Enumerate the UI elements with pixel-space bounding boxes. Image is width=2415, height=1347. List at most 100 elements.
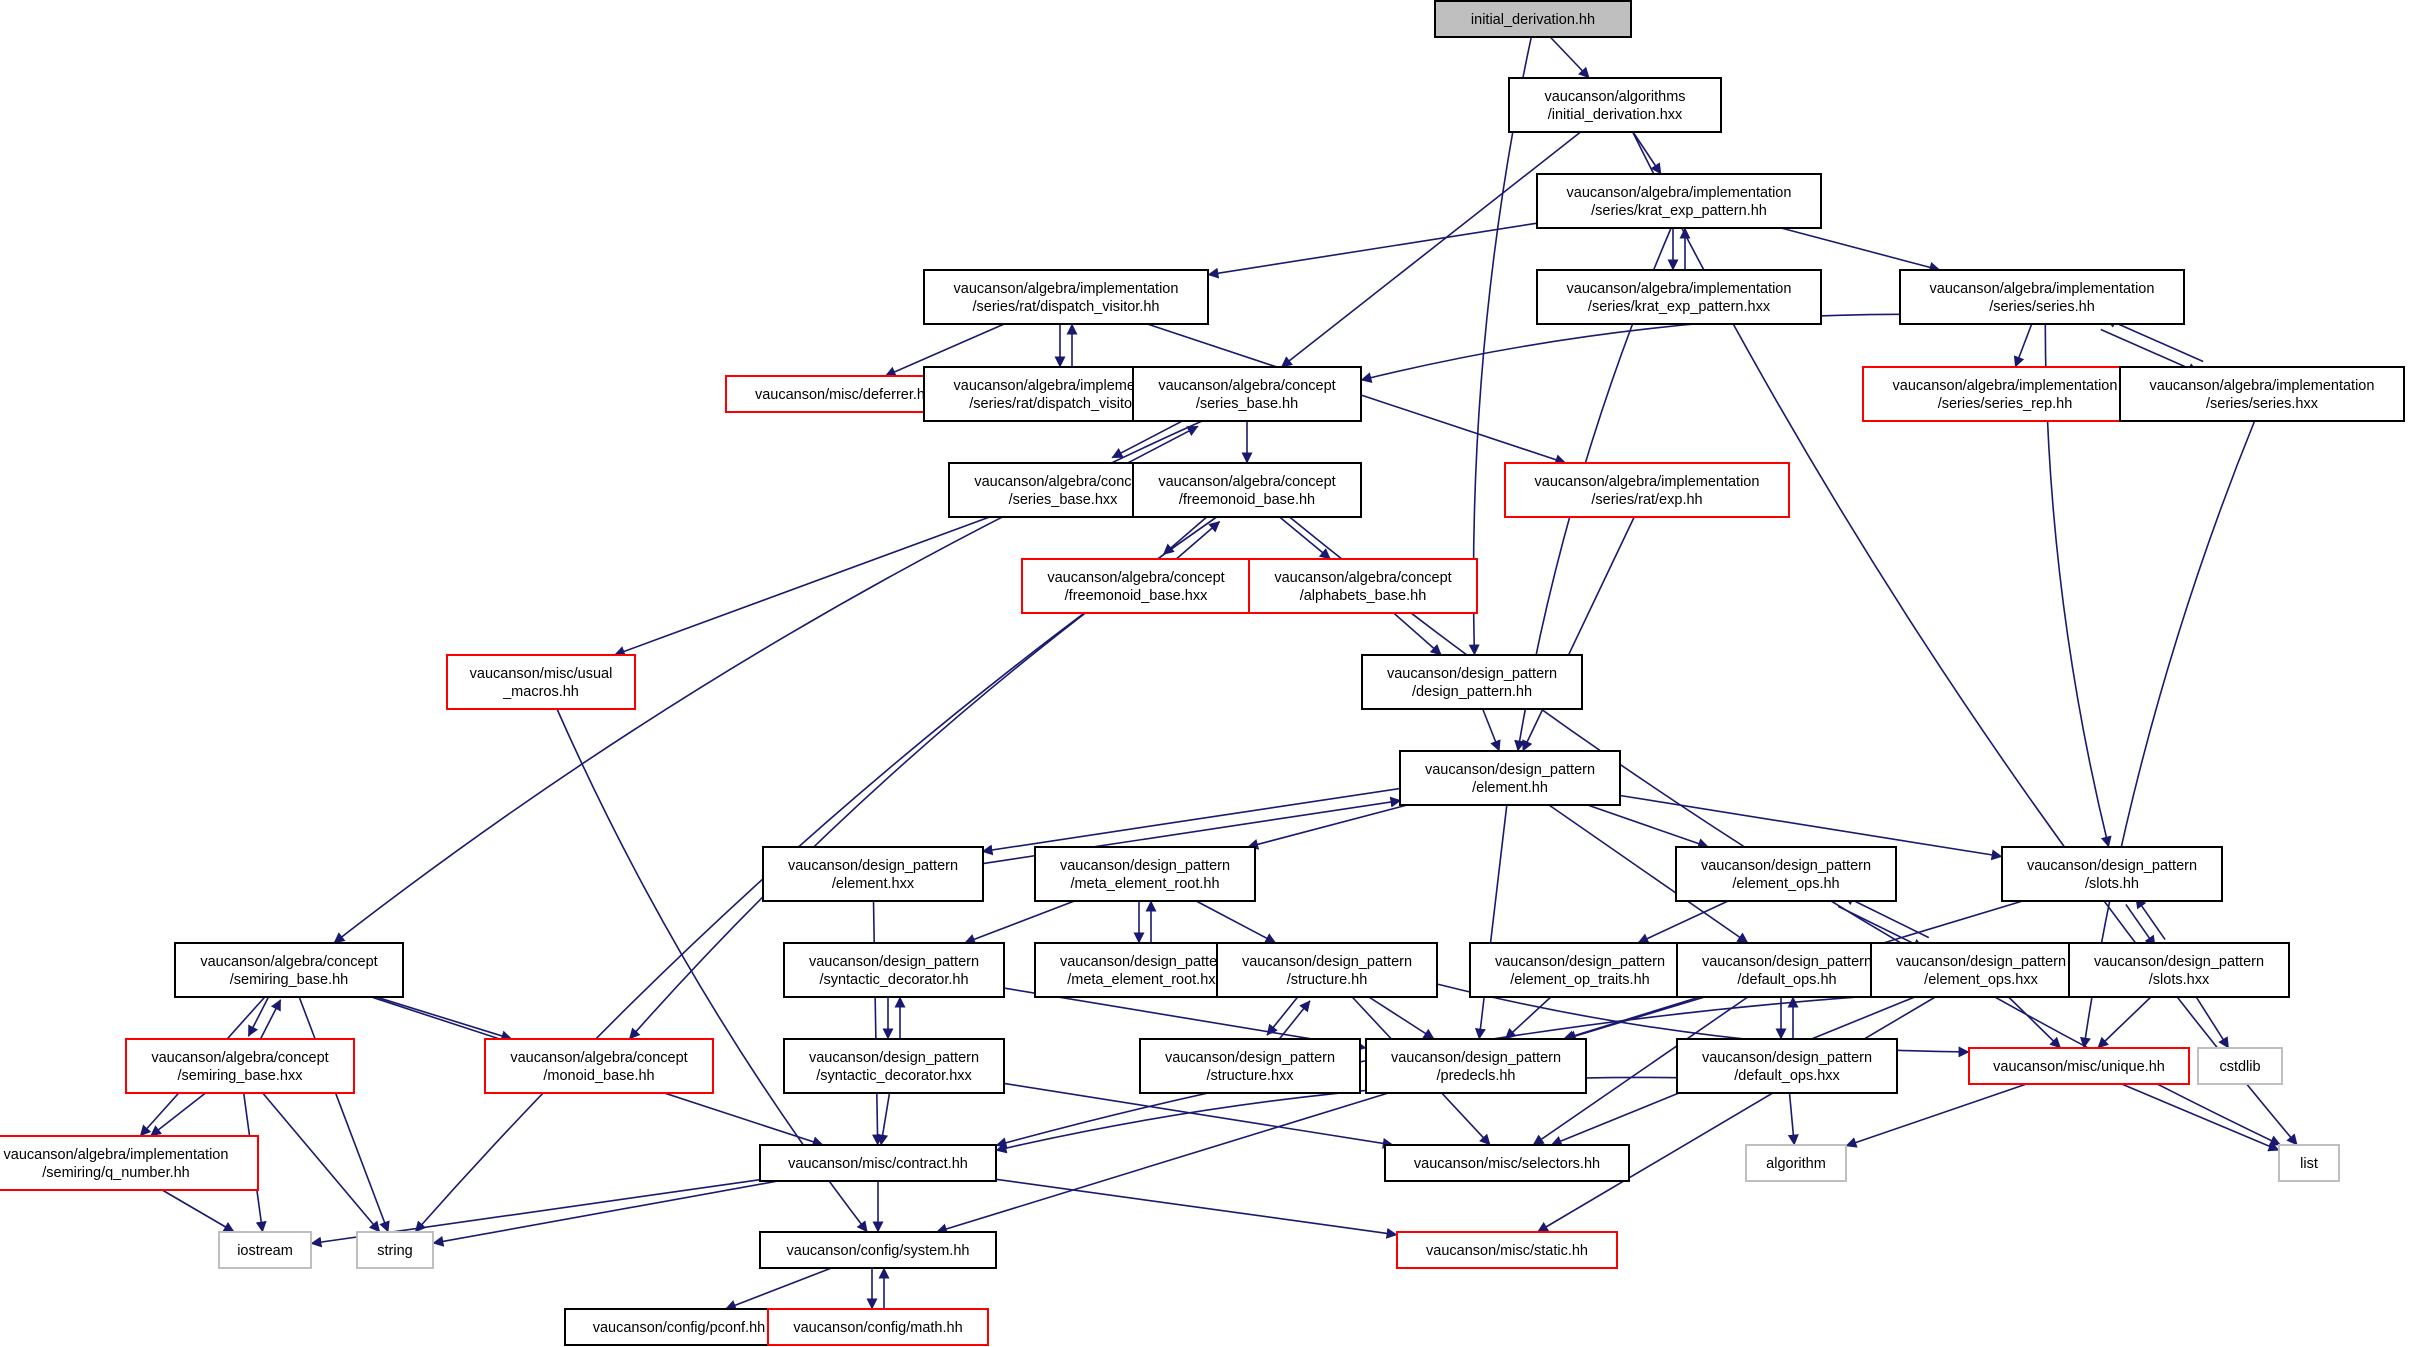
node-label-line: /syntactic_decorator.hh — [819, 972, 968, 988]
node-alg-initial-hxx[interactable]: vaucanson/algorithms/initial_derivation.… — [1508, 77, 1722, 133]
node-static-hh[interactable]: vaucanson/misc/static.hh — [1396, 1231, 1618, 1269]
node-krat-exp-pattern-hh[interactable]: vaucanson/algebra/implementation/series/… — [1536, 173, 1822, 229]
node-label-line: vaucanson/design_pattern — [1060, 858, 1230, 874]
node-semiring-base-hxx[interactable]: vaucanson/algebra/concept/semiring_base.… — [125, 1038, 355, 1094]
node-label-line: vaucanson/algebra/concept — [974, 474, 1151, 490]
node-box — [1745, 1144, 1847, 1182]
node-label-line: vaucanson/config/math.hh — [793, 1320, 962, 1336]
node-cstdlib[interactable]: cstdlib — [2197, 1047, 2283, 1085]
node-series-hxx[interactable]: vaucanson/algebra/implementation/series/… — [2119, 366, 2405, 422]
node-list[interactable]: list — [2278, 1144, 2340, 1182]
node-label-line: string — [377, 1243, 412, 1259]
node-rat-exp-hh[interactable]: vaucanson/algebra/implementation/series/… — [1504, 462, 1790, 518]
node-box — [1899, 269, 2185, 325]
node-element-ops-hxx[interactable]: vaucanson/design_pattern/element_ops.hxx — [1870, 942, 2092, 998]
node-label-line: /series/rat/dispatch_visitor.hh — [973, 299, 1160, 315]
node-alphabets-base-hh[interactable]: vaucanson/algebra/concept/alphabets_base… — [1248, 558, 1478, 614]
node-element-hxx[interactable]: vaucanson/design_pattern/element.hxx — [762, 846, 984, 902]
node-box — [174, 942, 404, 998]
node-box — [1536, 173, 1822, 229]
node-label-line: vaucanson/algebra/implementation — [4, 1147, 229, 1163]
node-algorithm[interactable]: algorithm — [1745, 1144, 1847, 1182]
node-syntactic-decorator-hh[interactable]: vaucanson/design_pattern/syntactic_decor… — [783, 942, 1005, 998]
node-series-hh[interactable]: vaucanson/algebra/implementation/series/… — [1899, 269, 2185, 325]
node-label-line: /series/krat_exp_pattern.hh — [1591, 203, 1767, 219]
edge-semiring_base_hxx-to-q_number_hh — [150, 1092, 206, 1137]
node-series-base-hh[interactable]: vaucanson/algebra/concept/series_base.hh — [1132, 366, 1362, 422]
node-element-op-traits-hh[interactable]: vaucanson/design_pattern/element_op_trai… — [1469, 942, 1691, 998]
edge-element_hh-to-meta_element_root_hh — [1247, 804, 1408, 850]
node-usual-macros-hh[interactable]: vaucanson/misc/usual _macros.hh — [446, 654, 636, 710]
node-q-number-hh[interactable]: vaucanson/algebra/implementation/semirin… — [0, 1135, 259, 1191]
node-selectors-hh[interactable]: vaucanson/misc/selectors.hh — [1384, 1144, 1630, 1182]
edge-meta_element_root_hh-to-structure_hh — [1195, 900, 1277, 944]
node-box — [1968, 1047, 2190, 1085]
node-freemonoid-base-hh[interactable]: vaucanson/algebra/concept/freemonoid_bas… — [1132, 462, 1362, 518]
node-label-line: vaucanson/algebra/concept — [1158, 474, 1335, 490]
node-meta-element-root-hh[interactable]: vaucanson/design_pattern/meta_element_ro… — [1034, 846, 1256, 902]
node-label-line: /semiring_base.hxx — [178, 1068, 304, 1084]
node-label-line: vaucanson/misc/usual — [470, 666, 613, 682]
node-slots-hxx[interactable]: vaucanson/design_pattern/slots.hxx — [2068, 942, 2290, 998]
node-label-line: /element.hh — [1472, 780, 1548, 796]
node-math-hh[interactable]: vaucanson/config/math.hh — [767, 1308, 989, 1346]
node-slots-hh[interactable]: vaucanson/design_pattern/slots.hh — [2001, 846, 2223, 902]
node-root[interactable]: initial_derivation.hh — [1434, 0, 1632, 38]
node-label-line: vaucanson/design_pattern — [1896, 954, 2066, 970]
node-label-line: vaucanson/algebra/implementation — [1567, 281, 1792, 297]
node-structure-hxx[interactable]: vaucanson/design_pattern/structure.hxx — [1139, 1038, 1361, 1094]
node-design-pattern-hh[interactable]: vaucanson/design_pattern/design_pattern.… — [1361, 654, 1583, 710]
node-box — [2197, 1047, 2283, 1085]
node-label-line: list — [2300, 1156, 2318, 1172]
node-element-ops-hh[interactable]: vaucanson/design_pattern/element_ops.hh — [1675, 846, 1897, 902]
node-label-line: /slots.hxx — [2149, 972, 2210, 988]
node-element-hh[interactable]: vaucanson/design_pattern/element.hh — [1399, 750, 1621, 806]
node-monoid-base-hh[interactable]: vaucanson/algebra/concept/monoid_base.hh — [484, 1038, 714, 1094]
node-syntactic-decorator-hxx[interactable]: vaucanson/design_pattern/syntactic_decor… — [783, 1038, 1005, 1094]
node-deferrer-hh[interactable]: vaucanson/misc/deferrer.hh — [725, 375, 963, 413]
node-predecls-hh[interactable]: vaucanson/design_pattern/predecls.hh — [1365, 1038, 1587, 1094]
edge-element_hh-to-element_ops_hh — [1587, 804, 1709, 849]
node-string[interactable]: string — [356, 1231, 434, 1269]
node-dispatch-visitor-hh[interactable]: vaucanson/algebra/implementation/series/… — [923, 269, 1209, 325]
node-semiring-base-hh[interactable]: vaucanson/algebra/concept/semiring_base.… — [174, 942, 404, 998]
edge-design_pattern_hh-to-element_hh — [1481, 708, 1501, 752]
node-box — [1508, 77, 1722, 133]
node-box — [218, 1231, 312, 1269]
node-label-line: vaucanson/misc/deferrer.hh — [755, 387, 933, 403]
edge-semiring_base_hxx-to-string — [262, 1092, 381, 1233]
node-label-line: /series/series_rep.hh — [1938, 396, 2073, 412]
node-pconf-hh[interactable]: vaucanson/config/pconf.hh — [564, 1308, 794, 1346]
node-krat-exp-pattern-hxx[interactable]: vaucanson/algebra/implementation/series/… — [1536, 269, 1822, 325]
node-box — [1361, 654, 1583, 710]
node-freemonoid-base-hxx[interactable]: vaucanson/algebra/concept/freemonoid_bas… — [1021, 558, 1251, 614]
node-box — [923, 269, 1209, 325]
node-unique-hh[interactable]: vaucanson/misc/unique.hh — [1968, 1047, 2190, 1085]
edge-slots_hh-to-slots_hxx — [2125, 903, 2156, 947]
node-system-hh[interactable]: vaucanson/config/system.hh — [759, 1231, 997, 1269]
node-box — [1399, 750, 1621, 806]
edge-syntactic_decorator_hxx-to-selectors_hh — [1003, 1082, 1394, 1149]
node-label-line: cstdlib — [2219, 1059, 2260, 1075]
node-label-line: vaucanson/design_pattern — [809, 954, 979, 970]
node-label-line: vaucanson/algebra/implementation — [2150, 378, 2375, 394]
node-default-ops-hxx[interactable]: vaucanson/design_pattern/default_ops.hxx — [1676, 1038, 1898, 1094]
node-contract-hh[interactable]: vaucanson/misc/contract.hh — [759, 1144, 997, 1182]
edge-structure_hh-to-structure_hxx — [1266, 992, 1302, 1036]
node-structure-hh[interactable]: vaucanson/design_pattern/structure.hh — [1216, 942, 1438, 998]
node-label-line: /series/rat/dispatch_visitor.hxx — [969, 396, 1163, 412]
node-box — [1248, 558, 1478, 614]
node-iostream[interactable]: iostream — [218, 1231, 312, 1269]
node-series-rep-hh[interactable]: vaucanson/algebra/implementation/series/… — [1862, 366, 2148, 422]
node-label-line: /series/series.hh — [1989, 299, 2095, 315]
node-label-line: vaucanson/design_pattern — [1425, 762, 1595, 778]
node-label-line: _macros.hh — [502, 684, 579, 700]
node-label-line: /semiring/q_number.hh — [42, 1165, 190, 1181]
node-box — [762, 846, 984, 902]
node-default-ops-hh[interactable]: vaucanson/design_pattern/default_ops.hh — [1676, 942, 1898, 998]
node-box — [783, 942, 1005, 998]
node-label-line: vaucanson/design_pattern — [809, 1050, 979, 1066]
node-label-line: vaucanson/design_pattern — [1701, 858, 1871, 874]
node-label-line: vaucanson/algebra/concept — [200, 954, 377, 970]
